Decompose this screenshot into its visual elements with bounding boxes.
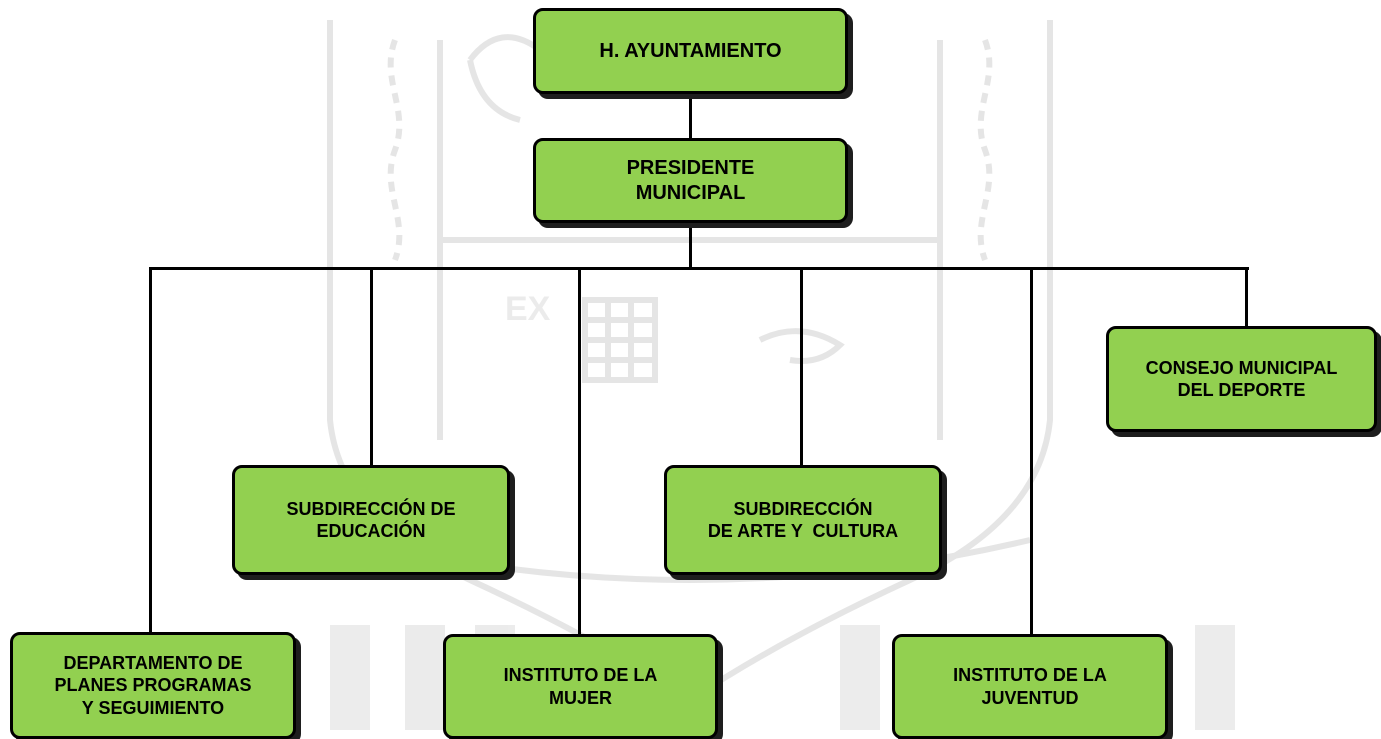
connector-bus-deporte bbox=[1245, 267, 1248, 328]
node-educacion-label: SUBDIRECCIÓN DE EDUCACIÓN bbox=[286, 498, 456, 542]
connector-ayuntamiento-presidente bbox=[689, 92, 692, 140]
node-departamento-planes: DEPARTAMENTO DE PLANES PROGRAMAS Y SEGUI… bbox=[10, 632, 296, 739]
connector-horizontal-bus bbox=[149, 267, 1249, 270]
connector-bus-arte bbox=[800, 267, 803, 468]
node-mujer-label: INSTITUTO DE LA MUJER bbox=[503, 665, 658, 708]
node-arte-label: SUBDIRECCIÓN DE ARTE Y CULTURA bbox=[707, 498, 899, 542]
connector-bus-mujer bbox=[578, 267, 581, 637]
connector-presidente-bus bbox=[689, 221, 692, 270]
node-ayuntamiento: H. AYUNTAMIENTO bbox=[533, 8, 848, 94]
node-presidente-label: PRESIDENTE MUNICIPAL bbox=[626, 156, 755, 204]
node-instituto-mujer: INSTITUTO DE LA MUJER bbox=[443, 634, 718, 739]
node-ayuntamiento-label: H. AYUNTAMIENTO bbox=[599, 39, 782, 62]
node-presidente-municipal: PRESIDENTE MUNICIPAL bbox=[533, 138, 848, 223]
node-planes-label: DEPARTAMENTO DE PLANES PROGRAMAS Y SEGUI… bbox=[54, 652, 252, 718]
connector-bus-juventud bbox=[1030, 267, 1033, 637]
node-subdireccion-educacion: SUBDIRECCIÓN DE EDUCACIÓN bbox=[232, 465, 510, 575]
node-subdireccion-arte-cultura: SUBDIRECCIÓN DE ARTE Y CULTURA bbox=[664, 465, 942, 575]
node-consejo-deporte: CONSEJO MUNICIPAL DEL DEPORTE bbox=[1106, 326, 1377, 432]
connector-bus-educacion bbox=[370, 267, 373, 468]
watermark-text: EX bbox=[505, 290, 551, 328]
connector-bus-planes bbox=[149, 267, 152, 635]
node-juventud-label: INSTITUTO DE LA JUVENTUD bbox=[953, 665, 1107, 708]
node-deporte-label: CONSEJO MUNICIPAL DEL DEPORTE bbox=[1145, 357, 1338, 401]
node-instituto-juventud: INSTITUTO DE LA JUVENTUD bbox=[892, 634, 1168, 739]
